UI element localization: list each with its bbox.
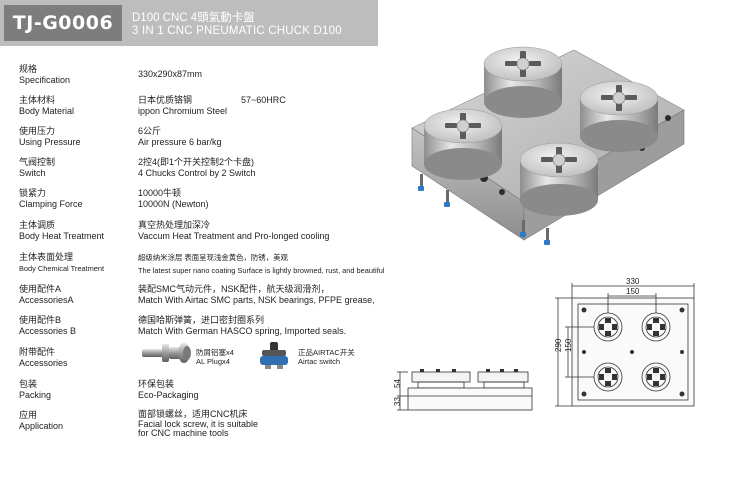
- dim-330: 330: [626, 277, 640, 286]
- title-english: 3 IN 1 CNC PNEUMATIC CHUCK D100: [132, 25, 342, 37]
- airtac-switch-image: [260, 342, 288, 369]
- title-chinese: D100 CNC 4頭氣動卡盤: [132, 12, 255, 24]
- header-band: TJ-G0006 D100 CNC 4頭氣動卡盤 3 IN 1 CNC PNEU…: [0, 0, 378, 46]
- spec-value: 2控4(即1个开关控制2个卡盘)4 Chucks Control by 2 Sw…: [138, 157, 256, 178]
- dim-33: 33: [393, 397, 402, 406]
- chuck-front: [519, 142, 599, 216]
- product-photo: [411, 46, 685, 245]
- dim-290: 290: [554, 338, 563, 352]
- chuck-right: [579, 80, 659, 152]
- spec-value: 装配SMC气动元件，NSK配件，航天级润滑剂，Match With Airtac…: [138, 284, 375, 305]
- hardness-value: 57~60HRC: [241, 95, 286, 105]
- top-view-drawing: [555, 283, 695, 407]
- dim-54: 54: [393, 379, 402, 388]
- aluminium-plug-image: [142, 343, 191, 363]
- product-code-box: TJ-G0006: [4, 5, 122, 41]
- spec-value: 330x290x87mm: [138, 69, 203, 79]
- side-view-drawing: [397, 369, 533, 411]
- dim-150-vertical: 150: [564, 338, 573, 352]
- product-code: TJ-G0006: [12, 12, 114, 34]
- dim-150-horizontal: 150: [626, 287, 640, 296]
- chuck-left: [423, 108, 503, 180]
- chuck-back: [483, 46, 563, 118]
